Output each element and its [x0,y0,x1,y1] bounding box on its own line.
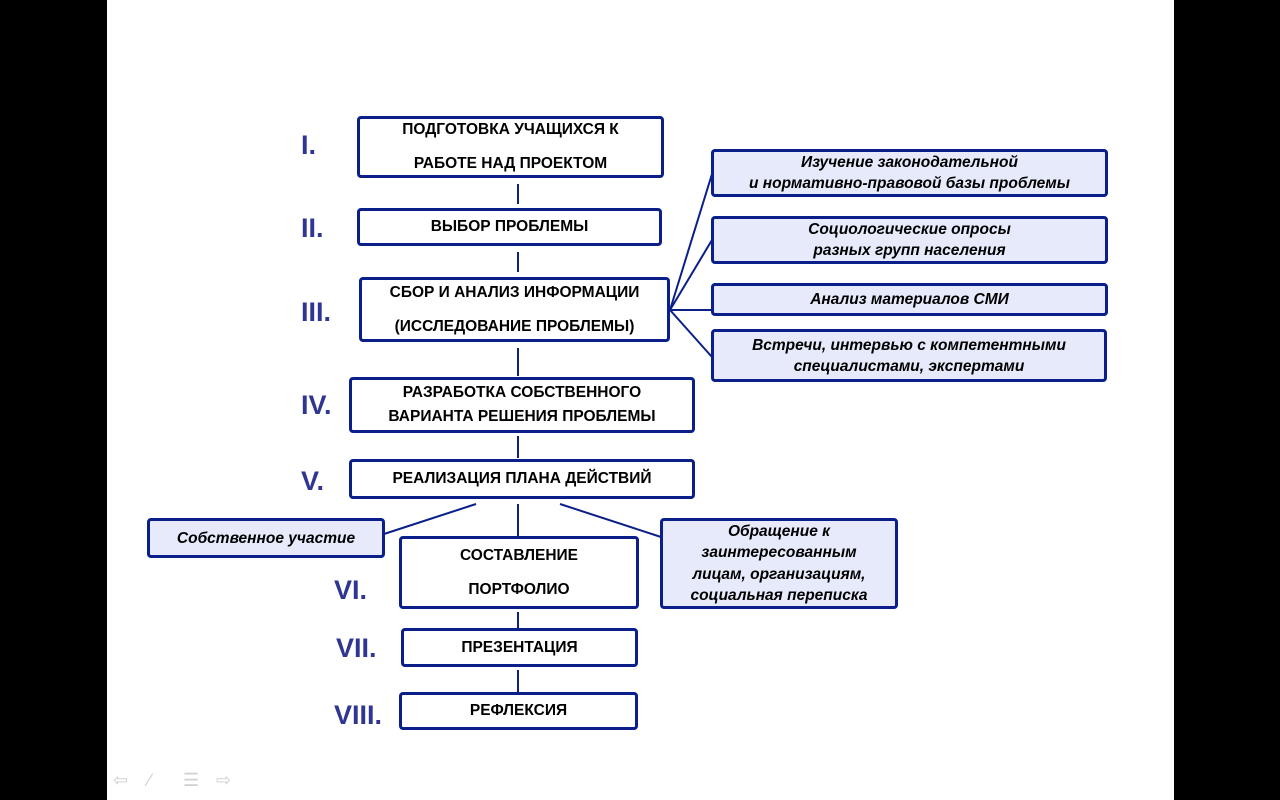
stage-numeral-3: III. [301,297,332,327]
stage-numeral-2: II. [301,213,324,243]
connector-to-method-1 [669,173,713,311]
stage-label-4: РАЗРАБОТКА СОБСТВЕННОГО ВАРИАНТА РЕШЕНИЯ… [388,384,656,425]
connector-to-appeal [559,503,662,538]
stage-numeral-4: IV. [301,390,332,420]
stage-box-5: РЕАЛИЗАЦИЯ ПЛАНА ДЕЙСТВИЙ [349,459,695,499]
arrow-left-icon[interactable]: ⇦ [113,770,129,790]
stage-numeral-7: VII. [336,633,377,663]
menu-icon[interactable]: ☰ [183,770,200,790]
stage-label-7: ПРЕЗЕНТАЦИЯ [461,638,578,656]
stage-box-7: ПРЕЗЕНТАЦИЯ [401,628,638,667]
own-participation-box: Собственное участие [147,518,385,558]
arrow-right-icon[interactable]: ⇨ [216,770,232,790]
connector-to-method-4 [669,309,713,358]
appeal-label: Обращение к заинтересованным лицам, орга… [690,522,868,605]
appeal-box: Обращение к заинтересованным лицам, орга… [660,518,898,609]
stage-label-5: РЕАЛИЗАЦИЯ ПЛАНА ДЕЙСТВИЙ [392,470,652,487]
research-method-box-4: Встречи, интервью с компетентными специа… [711,329,1107,382]
research-method-box-3: Анализ материалов СМИ [711,283,1108,316]
stage-numeral-5: V. [301,466,325,496]
stage-box-1: ПОДГОТОВКА УЧАЩИХСЯ К РАБОТЕ НАД ПРОЕКТО… [357,116,664,178]
research-method-box-2: Социологические опросы разных групп насе… [711,216,1108,264]
stage-box-8: РЕФЛЕКСИЯ [399,692,638,730]
research-method-label-1: Изучение законодательной и нормативно-пр… [748,154,1070,192]
stage-label-1: ПОДГОТОВКА УЧАЩИХСЯ К РАБОТЕ НАД ПРОЕКТО… [402,121,619,172]
research-method-label-4: Встречи, интервью с компетентными специа… [752,336,1066,375]
pen-icon[interactable]: ∕ [148,770,152,790]
research-method-label-3: Анализ материалов СМИ [810,291,1009,308]
connector-to-own-participation [383,503,477,535]
stage-box-4: РАЗРАБОТКА СОБСТВЕННОГО ВАРИАНТА РЕШЕНИЯ… [349,377,695,433]
stage-numeral-1: I. [301,130,317,160]
stage-box-2: ВЫБОР ПРОБЛЕМЫ [357,208,662,246]
stage-box-3: СБОР И АНАЛИЗ ИНФОРМАЦИИ (ИССЛЕДОВАНИЕ П… [359,277,670,342]
connector-to-method-2 [669,239,713,311]
stage-label-2: ВЫБОР ПРОБЛЕМЫ [430,218,589,235]
research-method-label-2: Социологические опросы разных групп насе… [808,221,1011,259]
stage-numeral-6: VI. [334,575,368,605]
own-participation-label: Собственное участие [176,529,356,547]
stage-numeral-8: VIII. [334,700,383,730]
stage-label-3: СБОР И АНАЛИЗ ИНФОРМАЦИИ (ИССЛЕДОВАНИЕ П… [389,283,640,335]
stage-box-6: СОСТАВЛЕНИЕ ПОРТФОЛИО [399,536,639,609]
research-method-box-1: Изучение законодательной и нормативно-пр… [711,149,1108,197]
stage-label-6: СОСТАВЛЕНИЕ ПОРТФОЛИО [459,546,579,598]
stage-label-8: РЕФЛЕКСИЯ [469,702,568,719]
